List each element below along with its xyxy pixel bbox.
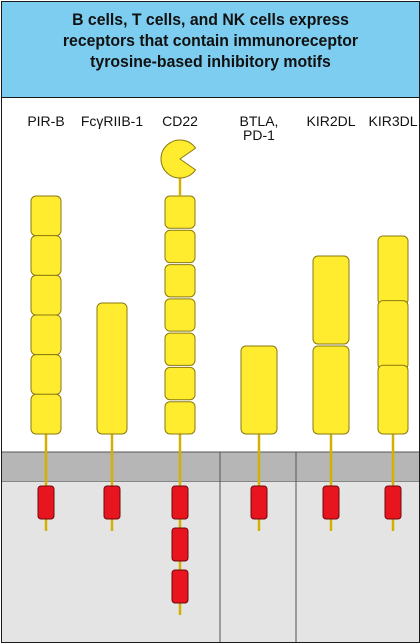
kir3dl-extracellular-domain — [377, 300, 409, 370]
kir2dl-itim — [322, 485, 340, 520]
cd22-extracellular-domain — [164, 195, 196, 229]
kir2dl-extracellular-domain — [312, 345, 350, 435]
cd22-extracellular-domain — [164, 366, 196, 401]
cd22-itim — [171, 485, 189, 520]
pir-b-extracellular-domain — [30, 195, 62, 237]
title-banner: B cells, T cells, and NK cells express r… — [2, 2, 419, 98]
cytoplasm — [2, 482, 419, 642]
kir3dl-extracellular-domain — [377, 364, 409, 435]
cd22-extracellular-domain — [164, 264, 196, 298]
cd22-itim — [171, 527, 189, 562]
receptor-label-btla-pd-1: BTLA,PD-1 — [239, 113, 279, 143]
title-line-3: tyrosine-based inhibitory motifs — [90, 52, 331, 71]
cd22-extracellular-domain — [164, 401, 196, 435]
pir-b-extracellular-domain — [30, 314, 62, 356]
kir2dl-extracellular-domain — [312, 255, 350, 345]
receptor-label-cd22: CD22 — [162, 113, 198, 129]
fc-riib-1-extracellular-domain — [96, 302, 128, 435]
pir-b-extracellular-domain — [30, 235, 62, 276]
plasma-membrane — [2, 452, 419, 482]
cd22-ligand-binding-head — [160, 139, 197, 179]
pir-b-extracellular-domain — [30, 354, 62, 395]
pir-b-extracellular-domain — [30, 274, 62, 316]
pir-b-extracellular-domain — [30, 393, 62, 435]
cd22-itim — [171, 569, 189, 604]
receptor-label-pir-b: PIR-B — [27, 113, 65, 129]
cd22-extracellular-domain — [164, 229, 196, 264]
btla-pd-1-extracellular-domain — [240, 345, 278, 435]
pir-b-itim — [37, 485, 55, 520]
receptor-label-kir3dl: KIR3DL — [368, 113, 418, 129]
cd22-extracellular-domain — [164, 298, 196, 332]
receptor-label-kir2dl: KIR2DL — [306, 113, 356, 129]
cd22-extracellular-domain — [164, 332, 196, 366]
receptor-label-fcgriib-1: FcγRIIB-1 — [80, 113, 144, 129]
fc-riib-1-itim — [103, 485, 121, 520]
kir3dl-extracellular-domain — [377, 235, 409, 306]
kir3dl-itim — [384, 485, 402, 520]
title-line-1: B cells, T cells, and NK cells express — [72, 10, 349, 29]
title-line-2: receptors that contain immunoreceptor — [62, 31, 359, 50]
btla-pd-1-itim — [250, 485, 268, 520]
